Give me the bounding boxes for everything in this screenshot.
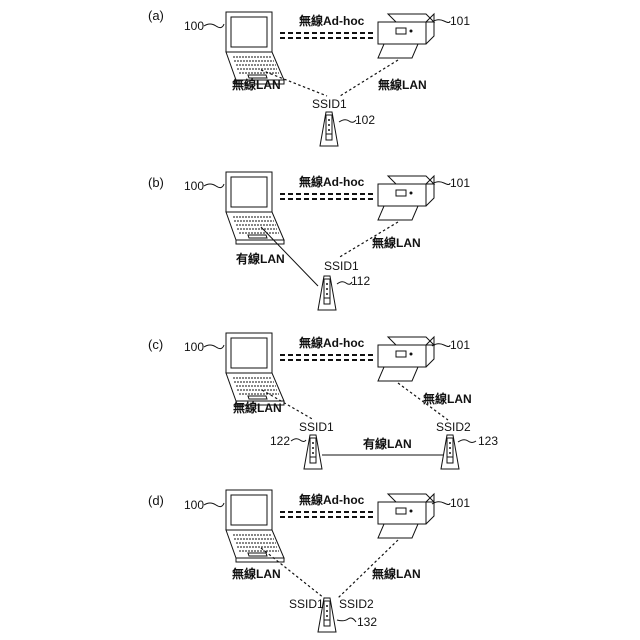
wireless-lan-label-right: 無線LAN [378, 77, 427, 92]
printer-icon [378, 337, 434, 381]
panel-b: (b) 無線Ad-hoc 有線LAN 無線LAN SSID1 100 101 1… [148, 172, 470, 310]
printer-ref: 101 [450, 176, 470, 190]
wireless-lan-label-right: 無線LAN [423, 391, 472, 406]
wired-lan-label: 有線LAN [236, 251, 285, 266]
printer-ref: 101 [450, 338, 470, 352]
access-point-ref: 102 [355, 113, 375, 127]
wireless-lan-label-right: 無線LAN [372, 566, 421, 581]
ssid-label: SSID1 [324, 259, 359, 273]
access-point-ref: 132 [357, 615, 377, 629]
panel-label: (c) [148, 337, 163, 352]
panel-c: (c) 無線Ad-hoc 無線LAN 無線LAN SSID1 SSID2 有線L… [148, 333, 498, 469]
panel-label: (a) [148, 8, 164, 23]
access-point-ref: 122 [270, 434, 290, 448]
access-point-2-ref: 123 [478, 434, 498, 448]
ssid-left-label: SSID1 [289, 597, 324, 611]
adhoc-label: 無線Ad-hoc [299, 335, 365, 350]
adhoc-label: 無線Ad-hoc [299, 174, 365, 189]
laptop-ref: 100 [184, 179, 204, 193]
access-point-2-icon [441, 435, 459, 469]
ssid-label: SSID1 [312, 97, 347, 111]
ssid-left-label: SSID1 [299, 420, 334, 434]
access-point-icon [318, 276, 336, 310]
laptop-ref: 100 [184, 19, 204, 33]
printer-icon [378, 494, 434, 538]
printer-ref: 101 [450, 496, 470, 510]
printer-icon [378, 176, 434, 220]
wireless-lan-label-left: 無線LAN [233, 400, 282, 415]
access-point-icon [320, 112, 338, 146]
ssid-right-label: SSID2 [339, 597, 374, 611]
panel-label: (d) [148, 493, 164, 508]
access-point-ref: 112 [351, 274, 370, 288]
wireless-lan-label-left: 無線LAN [232, 566, 281, 581]
wireless-lan-label-right: 無線LAN [372, 235, 421, 250]
laptop-icon [226, 333, 284, 405]
access-point-icon [304, 435, 322, 469]
ssid-right-label: SSID2 [436, 420, 471, 434]
laptop-ref: 100 [184, 498, 204, 512]
panel-label: (b) [148, 175, 164, 190]
adhoc-label: 無線Ad-hoc [299, 492, 365, 507]
panel-d: (d) 無線Ad-hoc 無線LAN 無線LAN SSID1 SSID2 100… [148, 490, 470, 632]
wireless-lan-label-left: 無線LAN [232, 77, 281, 92]
adhoc-label: 無線Ad-hoc [299, 13, 365, 28]
printer-icon [378, 14, 434, 58]
panel-a: (a) 無線Ad-hoc 無線LAN 無線LAN SSID1 100 101 1… [148, 8, 470, 146]
printer-ref: 101 [450, 14, 470, 28]
ap-wired-lan-label: 有線LAN [363, 436, 412, 451]
laptop-icon [226, 490, 284, 562]
laptop-ref: 100 [184, 340, 204, 354]
laptop-icon [226, 172, 284, 244]
laptop-icon [226, 12, 284, 84]
